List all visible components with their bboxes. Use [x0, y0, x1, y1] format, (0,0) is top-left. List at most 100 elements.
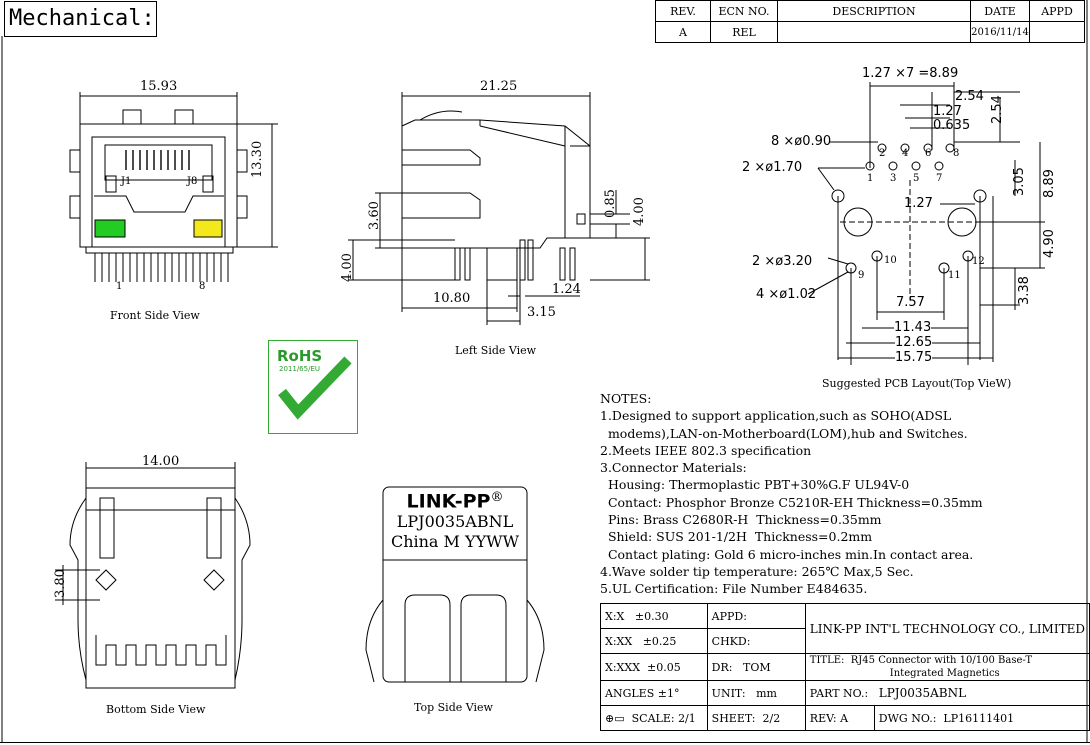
note-line: Housing: Thermoplastic PBT+30%G.F UL94V-… [600, 477, 910, 493]
chkd-cell: CHKD: [706, 628, 806, 654]
notes-heading: NOTES: [600, 391, 652, 406]
note-line: 1.Designed to support application,such a… [600, 408, 952, 424]
pcb-dim-1143: 11.43 [894, 320, 932, 335]
unit-value: mm [756, 686, 777, 700]
left-dim-offset: 3.15 [527, 305, 556, 320]
tol-xx-cell: X:XX ±0.25 [600, 628, 708, 654]
pcb-pin-11: 11 [948, 270, 961, 281]
title-label: TITLE: [809, 655, 845, 666]
pcb-pin-2: 2 [879, 148, 886, 159]
date-value: 2016/11/14 [970, 21, 1030, 43]
tol-xx-value: ±0.25 [642, 634, 677, 648]
ecn-header: ECN NO. [710, 0, 778, 22]
brand-logo-text: LINK-PP [406, 490, 491, 513]
revision-table: REV. ECN NO. DESCRIPTION DATE APPD A REL… [655, 0, 1085, 43]
scale-label: SCALE: [631, 711, 675, 725]
bottom-view-caption: Bottom Side View [106, 703, 206, 716]
pcb-pin-4: 4 [902, 148, 909, 159]
pcb-pin-7: 7 [936, 173, 943, 184]
part-value: LPJ0035ABNL [878, 686, 967, 700]
dwg-value: LP16111401 [943, 711, 1015, 725]
appd-header: APPD [1029, 0, 1085, 22]
sheet-value: 2/2 [762, 711, 781, 725]
date-header: DATE [970, 0, 1030, 22]
dwg-cell: DWG NO.: LP16111401 [873, 705, 1090, 731]
pcb-dim-889: 8.89 [1042, 169, 1057, 198]
top-view-caption: Top Side View [414, 701, 493, 714]
title-value-1: RJ45 Connector with 10/100 Base-T [850, 655, 1033, 666]
angles-cell: ANGLES ±1° [600, 680, 708, 706]
left-dim-pin-length: 4.00 [340, 253, 355, 282]
part-label: PART NO.: [809, 687, 869, 700]
pcb-pin-1: 1 [867, 173, 874, 184]
unit-label: UNIT: [711, 686, 746, 700]
pcb-pin-12: 12 [972, 256, 985, 267]
part-cell: PART NO.: LPJ0035ABNL [804, 680, 1090, 706]
top-view-marking: LINK-PP® LPJ0035ABNL China M YYWW [383, 490, 527, 552]
front-pin1-label: 1 [116, 281, 123, 292]
title-value-2: Integrated Magnetics [889, 668, 1000, 679]
title-cell: TITLE: RJ45 Connector with 10/100 Base-T… [804, 653, 1090, 681]
rohs-title: RoHS [277, 347, 323, 365]
page-bottom-border [0, 742, 1090, 743]
notes-block: NOTES: 1.Designed to support application,… [600, 390, 983, 598]
dr-value: TOM [742, 660, 771, 674]
note-line: 3.Connector Materials: [600, 460, 747, 476]
origin-marking: China M YYWW [390, 532, 520, 552]
tol-xx-label: X:XX [605, 634, 633, 648]
bottom-width-dim: 14.00 [142, 454, 180, 469]
pcb-dim-490: 4.90 [1042, 229, 1057, 258]
note-line: Contact: Phosphor Bronze C5210R-EH Thick… [600, 494, 983, 510]
left-dim-height: 3.60 [367, 201, 382, 230]
rev-cell: REV: A [804, 705, 875, 731]
description-header: DESCRIPTION [777, 0, 971, 22]
pcb-dim-led-holes: 2 ×ø1.70 [742, 160, 803, 175]
front-j8-label: J8 [187, 176, 198, 187]
front-side-view-drawing [69, 92, 278, 282]
note-line: 2.Meets IEEE 802.3 specification [600, 442, 812, 458]
pcb-pin-10: 10 [884, 255, 897, 266]
note-line: Shield: SUS 201-1/2H Thickness=0.2mm [600, 529, 873, 545]
note-line: Contact plating: Gold 6 micro-inches min… [600, 546, 974, 562]
pcb-pin-8: 8 [953, 148, 960, 159]
left-view-caption: Left Side View [455, 344, 537, 357]
pcb-dim-757: 7.57 [896, 295, 925, 310]
front-width-dim: 15.93 [140, 79, 178, 94]
left-dim-small: 0.85 [603, 189, 618, 218]
part-marking: LPJ0035ABNL [396, 512, 514, 532]
title-block: X:X ±0.30 APPD: LINK-PP INT'L TECHNOLOGY… [600, 603, 1090, 731]
rev-label: REV: [809, 711, 837, 725]
top-side-view-drawing [365, 486, 545, 683]
pcb-dim-0635: 0.635 [933, 118, 971, 133]
note-line: 4.Wave solder tip temperature: 265℃ Max,… [600, 563, 914, 579]
pcb-dim-row: 2.54 [990, 95, 1005, 124]
front-height-dim: 13.30 [250, 140, 265, 178]
pcb-dim-127b: 1.27 [904, 196, 933, 211]
description-value [777, 21, 971, 43]
rohs-badge: RoHS 2011/65/EU [268, 340, 358, 434]
ecn-value: REL [710, 21, 778, 43]
pcb-dim-254: 2.54 [955, 89, 984, 104]
tol-xxx-value: ±0.05 [647, 660, 681, 674]
tol-xxx-cell: X:XXX ±0.05 [600, 653, 708, 681]
tol-x-value: ±0.30 [634, 609, 669, 623]
note-line: 5.UL Certification: File Number E484635. [600, 581, 868, 597]
pcb-dim-pin-holes: 8 ×ø0.90 [771, 134, 832, 149]
dwg-label: DWG NO.: [878, 711, 937, 725]
pcb-pin-9: 9 [858, 270, 865, 281]
bottom-side-view-drawing [55, 462, 251, 689]
left-side-view-drawing [348, 92, 650, 325]
pcb-dim-127: 1.27 [933, 104, 962, 119]
pcb-pin-3: 3 [890, 173, 897, 184]
pcb-dim-338: 3.38 [1017, 276, 1032, 305]
bottom-height-dim: 3.80 [53, 569, 68, 598]
pcb-dim-shield-holes: 4 ×ø1.02 [756, 287, 817, 302]
front-pin8-label: 8 [199, 281, 206, 292]
pcb-dim-1265: 12.65 [895, 335, 933, 350]
scale-value: 2/1 [678, 711, 696, 725]
dr-label: DR: [711, 660, 733, 674]
sheet-cell: SHEET: 2/2 [706, 705, 806, 731]
rev-value: A [655, 21, 711, 43]
rohs-check-icon [278, 356, 352, 420]
